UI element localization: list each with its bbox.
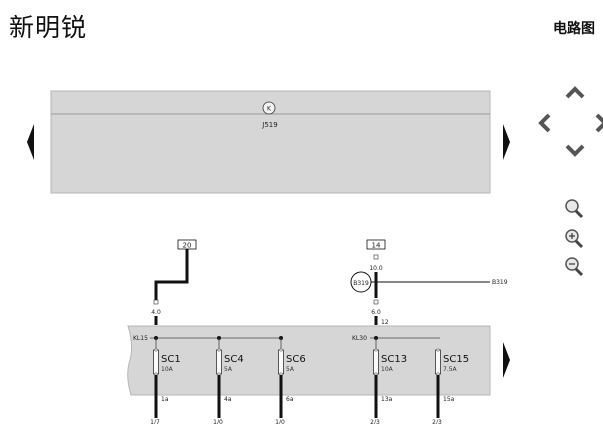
bus-label-left: KL15 bbox=[133, 335, 148, 342]
bottom-ref-label: 2/3 bbox=[432, 419, 442, 424]
zoom-fit-icon[interactable] bbox=[565, 199, 584, 219]
fuse-name: SC15 bbox=[443, 354, 469, 365]
chevron-left-icon[interactable] bbox=[538, 113, 551, 133]
fuse-element bbox=[216, 349, 222, 375]
sensor-label: B319 bbox=[353, 280, 369, 287]
sensor-symbol bbox=[350, 271, 372, 293]
fuse-pin-label: 13a bbox=[381, 396, 393, 403]
wire-left-joint bbox=[153, 299, 159, 305]
wire-value-left-lower: 4.0 bbox=[151, 309, 161, 316]
fuse-amp: 5A bbox=[286, 366, 295, 373]
fuse-name: SC13 bbox=[381, 354, 407, 365]
bottom-ref-label: 1/0 bbox=[213, 419, 223, 424]
next-arrow-icon[interactable] bbox=[503, 124, 510, 160]
wire-right-joint-top bbox=[373, 254, 379, 260]
fuse-amp: 7.5A bbox=[443, 366, 458, 373]
fuse-element bbox=[435, 349, 441, 375]
zoom-out-icon[interactable] bbox=[565, 257, 584, 277]
wire-right-joint-bottom bbox=[373, 299, 379, 305]
fuse-terminal bbox=[436, 348, 440, 352]
fuse-pin-label: 15a bbox=[443, 396, 455, 403]
fuse-terminal bbox=[374, 348, 378, 352]
zoom-in-icon[interactable] bbox=[565, 229, 584, 249]
fuse-amp: 5A bbox=[224, 366, 233, 373]
fuse-terminal bbox=[374, 372, 378, 376]
page-title: 新明锐 bbox=[9, 13, 88, 42]
fuse-terminal bbox=[154, 372, 158, 376]
fuse-terminal bbox=[279, 372, 283, 376]
fuse-pin-label: 4a bbox=[224, 396, 232, 403]
fuse-terminal bbox=[217, 372, 221, 376]
connector-label-right: 14 bbox=[372, 242, 381, 250]
chevron-right-icon[interactable] bbox=[595, 113, 603, 133]
component-symbol-circle bbox=[262, 101, 276, 115]
next-arrow-icon-lower[interactable] bbox=[503, 342, 510, 378]
wire-pin-right: 12 bbox=[381, 319, 389, 326]
fuse-terminal bbox=[217, 348, 221, 352]
fuse-name: SC6 bbox=[286, 354, 306, 365]
fuse-pin-label: 6a bbox=[286, 396, 294, 403]
fuse-element bbox=[153, 349, 159, 375]
bottom-ref-label: 1/7 bbox=[150, 419, 160, 424]
fuse-element bbox=[373, 349, 379, 375]
fuse-amp: 10A bbox=[381, 366, 394, 373]
fuse-element bbox=[278, 349, 284, 375]
component-symbol: K bbox=[267, 106, 272, 113]
fuse-amp: 10A bbox=[161, 366, 174, 373]
breadcrumb: 电路图 bbox=[553, 21, 595, 37]
chevron-up-icon[interactable] bbox=[565, 86, 585, 99]
fuse-pin-label: 1a bbox=[161, 396, 169, 403]
component-label: J519 bbox=[261, 121, 277, 129]
prev-arrow-icon[interactable] bbox=[27, 124, 34, 160]
fuse-terminal bbox=[154, 348, 158, 352]
bottom-ref-label: 1/0 bbox=[275, 419, 285, 424]
fuse-terminal bbox=[436, 372, 440, 376]
sensor-ref-label: B319 bbox=[492, 279, 508, 286]
wire-left-connector bbox=[154, 249, 189, 300]
connector-box-right bbox=[366, 239, 386, 250]
fuse-group: SC110A1a1/7SC45A4a1/0SC65A6a1/0SC1310A13… bbox=[150, 336, 469, 424]
chevron-down-icon[interactable] bbox=[565, 144, 585, 157]
fuse-name: SC4 bbox=[224, 354, 244, 365]
bottom-ref-label: 2/3 bbox=[370, 419, 380, 424]
connector-label-left: 20 bbox=[183, 242, 192, 250]
wire-value-right-lower: 6.0 bbox=[371, 309, 381, 316]
fuse-terminal bbox=[279, 348, 283, 352]
wire-value-right-upper: 10.0 bbox=[369, 265, 383, 272]
bus-label-right: KL30 bbox=[352, 335, 367, 342]
fuse-name: SC1 bbox=[161, 354, 181, 365]
